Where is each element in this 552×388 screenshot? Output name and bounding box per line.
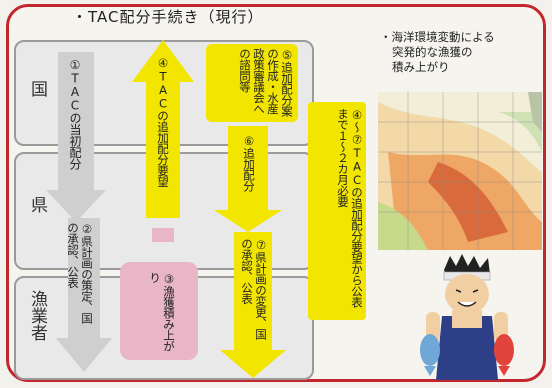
arrow-step7 [220,232,286,378]
arrow-step4 [132,40,194,218]
arrow-step1 [46,52,106,222]
box-step5 [206,44,298,122]
side-caption-line2: 突発的な漁獲の [392,45,473,59]
step2-text: ②県計画の策定、国の承認、公表 [66,222,94,324]
step1-text: ①TACの当初配分 [68,58,82,170]
step6-text: ⑥追加配分 [242,134,256,192]
level-fishers: 漁業者 [27,290,47,341]
step5-text: ⑤追加配分案の作成・水産政策審議会への諮問等 [238,48,294,117]
side-caption-line1: ・海洋環境変動による [380,30,495,44]
step3-text: ③漁獲積み上がり [148,272,176,352]
arrow-step6 [214,126,282,232]
level-national: 国 [27,80,47,97]
box-step3 [120,262,198,360]
arrow-step2 [56,218,112,372]
step4-text: ④TACの追加配分要望 [156,56,170,187]
connector-pink [152,228,174,242]
ocean-map-image [378,92,542,250]
level-prefecture: 県 [27,196,47,213]
fisherman-illustration [420,254,514,380]
box-step4to7 [308,102,366,320]
side-caption-line3: 積み上がり [392,60,450,74]
step7-text: ⑦県計画の変更、国の承認、公表 [240,238,268,340]
step4to7-text: ④～⑦TACの追加配分要望から公表まで１～２カ月必要 [336,108,364,308]
diagram-title: ・TAC配分手続き（現行） [72,8,264,26]
side-caption: ・海洋環境変動による 突発的な漁獲の 積み上がり [380,30,495,75]
